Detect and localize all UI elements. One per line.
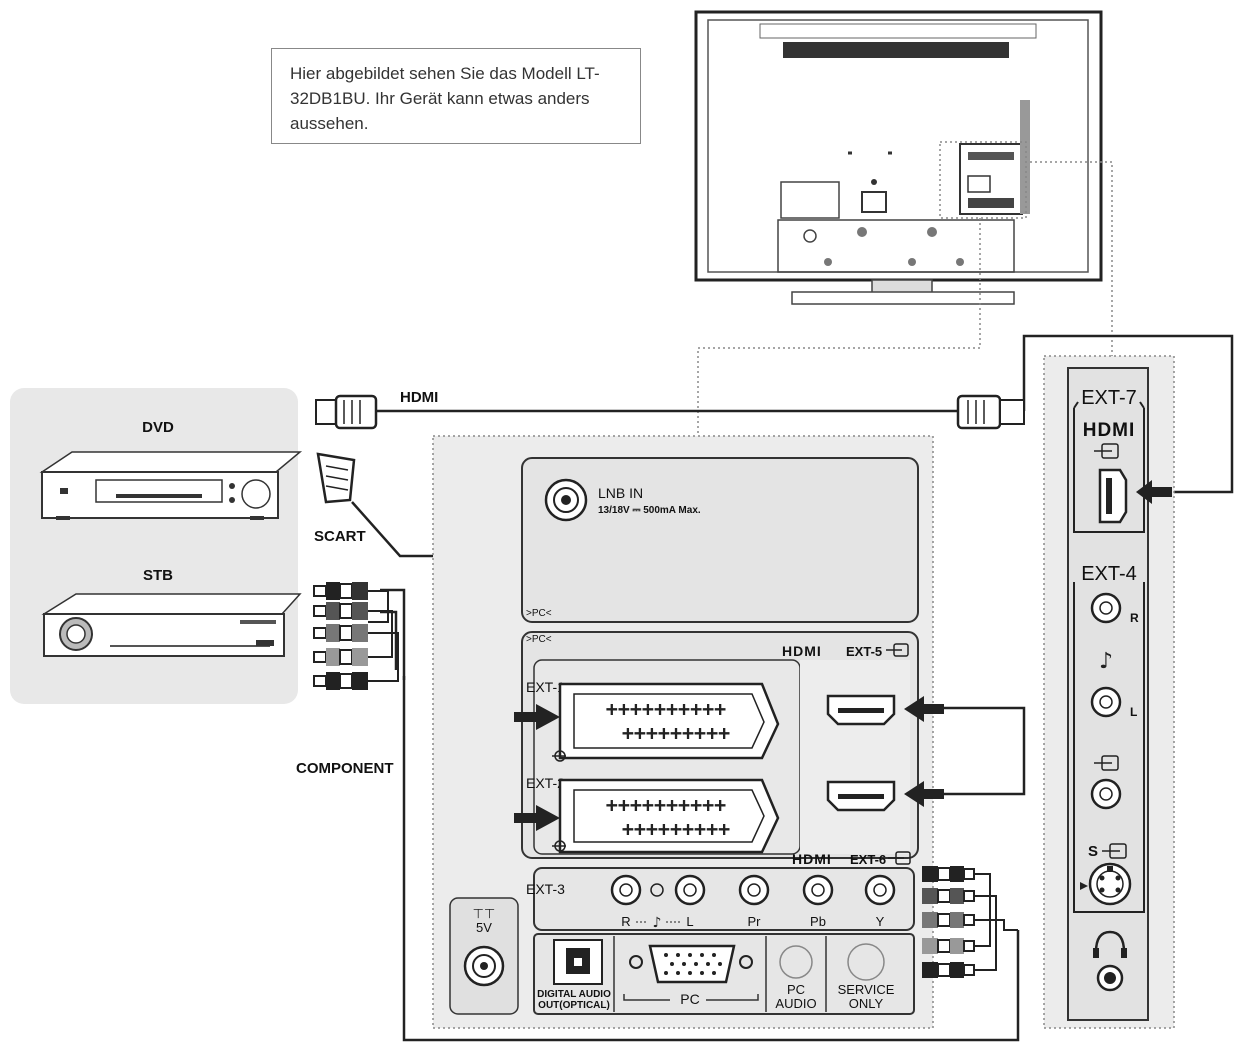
hdmi-arrow-ext7	[1136, 480, 1172, 504]
input-arrow-icon	[886, 643, 909, 657]
side-s-label: S	[1088, 843, 1098, 860]
component-jacks	[610, 874, 896, 906]
hdmi-plug-source	[315, 394, 378, 430]
scart-arrow-ext1	[514, 704, 560, 730]
input-arrow-icon-svideo	[1102, 843, 1127, 859]
svideo-port	[1080, 862, 1132, 906]
input-arrow-icon-video	[1094, 755, 1119, 771]
component-cable-label: COMPONENT	[296, 760, 394, 777]
jack-r-label: R	[621, 914, 630, 929]
leader-lines	[697, 161, 1113, 436]
antenna-port	[463, 945, 505, 987]
lnb-spec-label: 13/18V ⎓ 500mA Max.	[598, 505, 701, 516]
pc-audio-label-1: PC	[787, 982, 805, 997]
vga-port	[629, 944, 753, 984]
audio-note-icon: ♪	[653, 915, 662, 931]
scart-arrow-ext2	[514, 805, 560, 831]
hdmi-port-ext6	[826, 780, 896, 812]
ext3-label: EXT-3	[526, 881, 565, 897]
ext2-label: EXT-2	[526, 775, 565, 791]
input-arrow-icon-ext7	[1094, 443, 1119, 459]
pc-marker-label-2: >PC<	[526, 634, 552, 645]
model-note: Hier abgebildet sehen Sie das Modell LT-…	[271, 48, 641, 144]
side-video-jack	[1090, 778, 1122, 810]
side-audio-l-jack	[1090, 686, 1122, 718]
lnb-in-label: LNB IN	[598, 485, 643, 501]
ant-5v-label: 5V	[476, 920, 492, 935]
component-plugs-source	[313, 582, 399, 690]
ext6-label: EXT-6	[850, 852, 886, 867]
ext1-label: EXT-1	[526, 679, 565, 695]
scart-socket-ext2: ++++++++++ +++++++++	[558, 778, 780, 854]
scart-socket-ext1: ++++++++++ +++++++++	[558, 682, 780, 760]
pc-label: PC	[680, 991, 699, 1007]
pc-audio-port	[779, 945, 813, 979]
headphone-icon	[1093, 930, 1127, 958]
headphone-jack	[1096, 964, 1124, 992]
scart-plug-source	[316, 452, 356, 504]
side-l-label: L	[1130, 705, 1137, 719]
jack-pr-label: Pr	[748, 914, 762, 929]
digital-audio-label-2: OUT(OPTICAL)	[538, 1000, 610, 1011]
set-top-box-icon	[41, 593, 302, 657]
side-connector-panel: EXT-7 HDMI EXT-4 R ♪ L S	[1043, 355, 1175, 1029]
hdmi-port-ext5	[826, 694, 896, 726]
source-devices: DVD STB	[10, 388, 303, 704]
service-label-2: ONLY	[849, 996, 884, 1011]
ext4-label: EXT-4	[1081, 563, 1137, 585]
jack-pb-label: Pb	[810, 914, 826, 929]
jack-y-label: Y	[876, 914, 885, 929]
audio-note-icon-side: ♪	[1099, 649, 1113, 674]
stb-label: STB	[143, 567, 173, 584]
optical-port	[553, 939, 603, 985]
antenna-icon: ⊤⊤	[473, 907, 496, 922]
scart-cable-label: SCART	[314, 528, 366, 545]
svg-text:++++++++++: ++++++++++	[606, 697, 726, 721]
jack-l-label: L	[686, 914, 693, 929]
service-port	[847, 943, 885, 981]
dvd-player-icon	[39, 451, 303, 520]
svg-text:+++++++++: +++++++++	[622, 817, 730, 841]
hdmi-plug-tv	[956, 394, 1025, 430]
side-r-label: R	[1130, 611, 1139, 625]
svg-text:+++++++++: +++++++++	[622, 721, 730, 745]
dvd-label: DVD	[142, 419, 174, 436]
component-plugs-tv	[922, 866, 1018, 978]
hdmi-port-ext7	[1098, 468, 1128, 524]
digital-audio-label-1: DIGITAL AUDIO	[537, 989, 611, 1000]
tv-rear-illustration	[694, 10, 1103, 305]
svg-text:++++++++++: ++++++++++	[606, 793, 726, 817]
scart-io-icon-ext2	[552, 840, 566, 852]
hdmi-logo-ext6: HDMI	[792, 851, 832, 867]
hdmi-arrow-ext5	[904, 696, 944, 722]
input-arrow-icon-ext6	[888, 851, 911, 865]
hdmi-logo-ext5: HDMI	[782, 643, 822, 659]
pc-marker-label: >PC<	[526, 608, 552, 619]
hdmi-arrow-ext6	[904, 781, 944, 807]
side-audio-r-jack	[1090, 592, 1122, 624]
service-label-1: SERVICE	[838, 982, 895, 997]
ext5-label: EXT-5	[846, 644, 882, 659]
hdmi-logo-ext7: HDMI	[1083, 420, 1136, 441]
pc-audio-label-2: AUDIO	[775, 996, 816, 1011]
scart-io-icon-ext1	[552, 750, 566, 762]
ext7-label: EXT-7	[1081, 387, 1137, 409]
hdmi-cable-label: HDMI	[400, 389, 438, 406]
lnb-in-port	[544, 478, 588, 522]
connector-panel: LNB IN 13/18V ⎓ 500mA Max. >PC< >PC< HDM…	[432, 435, 1018, 1029]
